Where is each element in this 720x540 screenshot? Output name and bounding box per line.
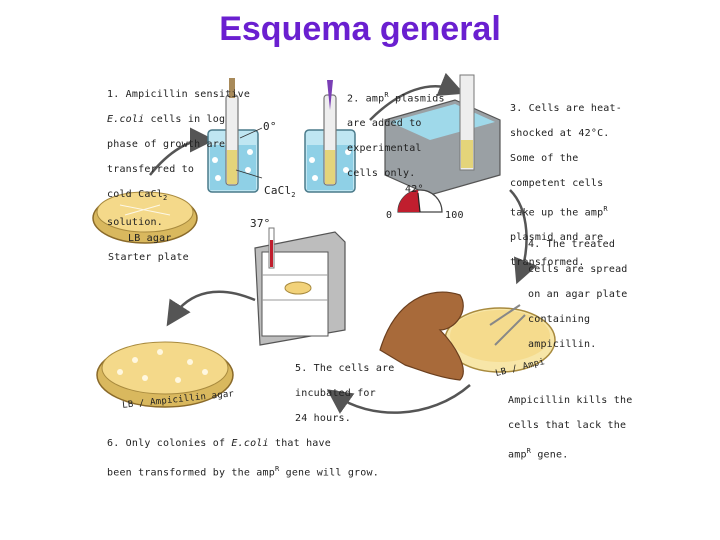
starter-plate <box>92 191 198 244</box>
arrow-5-to-6 <box>166 290 256 327</box>
arrow-1-to-2 <box>149 127 215 176</box>
step-6-label: 6. Only colonies of E.coli that have bee… <box>107 437 379 478</box>
temp-42-label: 42° <box>405 184 424 195</box>
step-2-label: 2. ampR plasmids are added to experiment… <box>347 90 445 179</box>
step-4-label: 4. The treated cells are spread on an ag… <box>528 238 628 350</box>
lb-agar-label: LB agar <box>128 233 172 244</box>
zero-degree-label: 0° <box>263 120 277 133</box>
step-3-label: 3. Cells are heat- shocked at 42°C. Some… <box>510 102 622 268</box>
incubator <box>254 227 346 346</box>
arrow-3-to-4 <box>509 189 538 285</box>
cacl2-label: CaCl2 <box>264 183 296 199</box>
beaker-2 <box>304 80 356 193</box>
gauge-max-label: 100 <box>445 210 464 221</box>
temperature-gauge <box>397 189 443 213</box>
hand-spreading <box>379 291 556 381</box>
starter-plate-label: Starter plate <box>108 252 189 263</box>
temp-37-label: 37° <box>250 217 271 230</box>
step-1-label: 1. Ampicillin sensitive E.coli cells in … <box>107 88 251 228</box>
arrow-4-to-5 <box>326 384 471 414</box>
ampicillin-kills-label: Ampicillin kills the cells that lack the… <box>508 394 633 460</box>
arrow-2-to-3 <box>369 72 465 121</box>
page-title: Esquema general <box>219 10 501 48</box>
water-bath <box>384 74 501 196</box>
final-plate <box>96 341 234 408</box>
beaker-1 <box>207 78 259 193</box>
step-5-label: 5. The cells are incubated for 24 hours. <box>295 362 395 424</box>
gauge-min-label: 0 <box>386 210 393 221</box>
